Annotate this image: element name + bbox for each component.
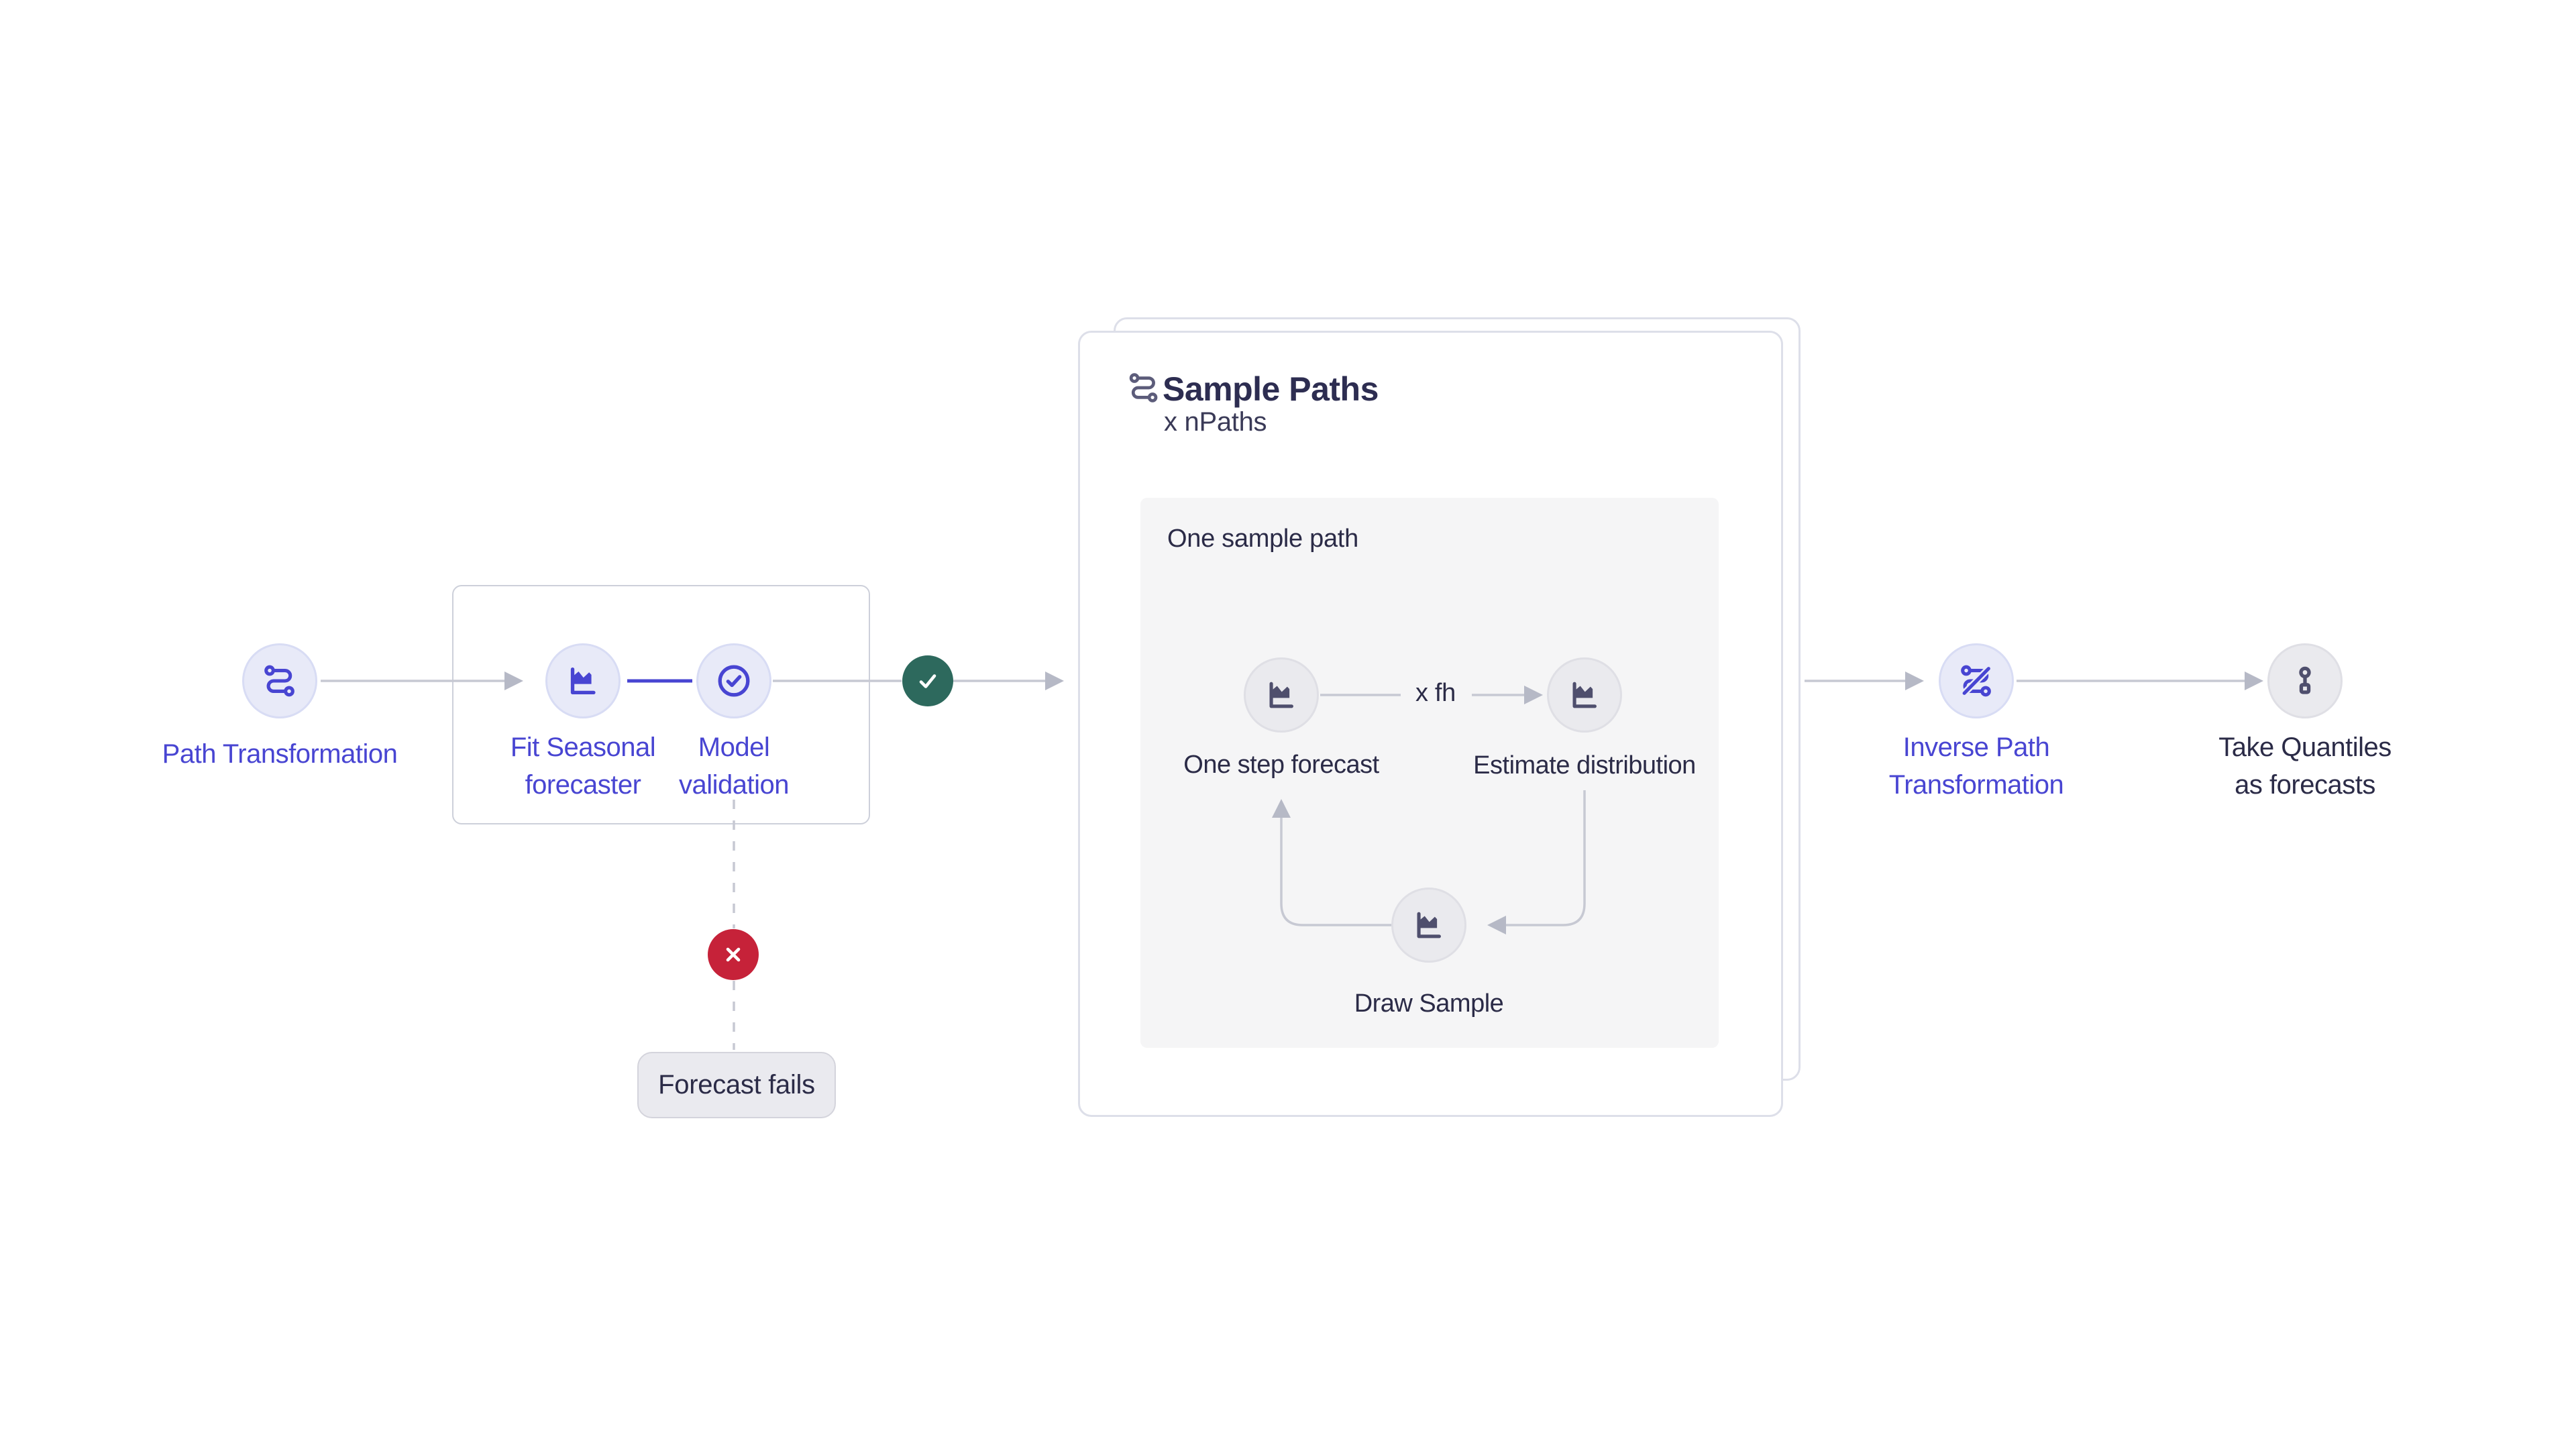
success-node <box>902 655 953 706</box>
take-quantiles-label: Take Quantiles as forecasts <box>2218 733 2392 800</box>
route-icon <box>264 665 294 697</box>
draw-sample-label: Draw Sample <box>1354 989 1504 1018</box>
inverse-path-label: Inverse Path Transformation <box>1888 733 2064 800</box>
quantile-pin-icon <box>2299 666 2311 694</box>
arrow-estimate-to-draw <box>1487 790 1586 934</box>
estimate-distribution-label: Estimate distribution <box>1473 751 1696 780</box>
path-transformation-label: Path Transformation <box>162 739 398 769</box>
circle-check-icon <box>718 665 750 697</box>
route-off-icon <box>1961 665 1991 697</box>
chart-line-icon <box>1417 912 1441 938</box>
one-step-forecast-node <box>1244 657 1319 733</box>
forecast-fails-label: Forecast fails <box>658 1070 815 1099</box>
one-step-forecast-label: One step forecast <box>1183 751 1379 779</box>
chart-line-icon <box>1572 682 1597 708</box>
draw-sample-node <box>1391 888 1466 963</box>
forecast-fails-pill: Forecast fails <box>637 1052 836 1118</box>
model-validation-label: Model validation <box>678 733 790 800</box>
route-icon <box>1129 373 1158 402</box>
loop-count-label: x fh <box>1415 679 1456 707</box>
arrow-draw-to-onestep <box>1272 799 1393 926</box>
chart-line-icon <box>570 667 596 695</box>
estimate-distribution-node <box>1547 657 1622 733</box>
path-transformation-node <box>242 643 317 718</box>
one-sample-path-title: One sample path <box>1167 525 1358 553</box>
x-icon <box>726 947 741 962</box>
check-icon <box>919 674 936 688</box>
validation-box <box>452 585 870 824</box>
model-validation-node <box>696 643 771 718</box>
fit-seasonal-node <box>545 643 621 718</box>
chart-line-icon <box>1269 682 1293 708</box>
fit-seasonal-label: Fit Seasonal forecaster <box>510 733 656 800</box>
inverse-path-node <box>1939 643 2014 718</box>
failure-node <box>708 929 759 980</box>
sample-paths-subtitle: x nPaths <box>1164 407 1267 437</box>
sample-paths-title: Sample Paths <box>1163 370 1379 408</box>
take-quantiles-node <box>2267 643 2343 718</box>
